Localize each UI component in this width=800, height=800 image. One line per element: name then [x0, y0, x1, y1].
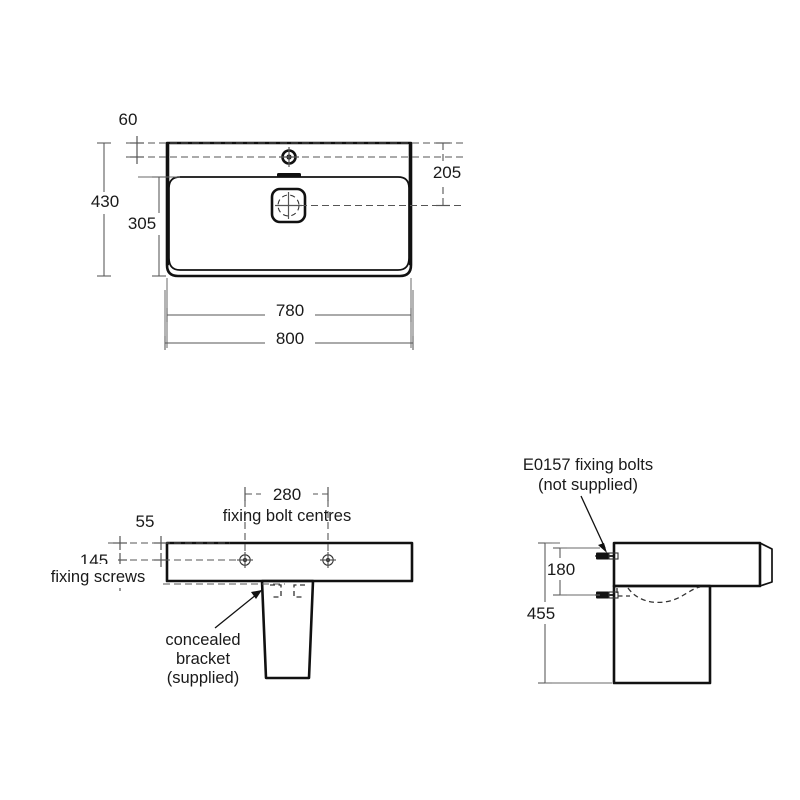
dim-205-group: [436, 142, 450, 207]
bolt-upper-head: [608, 552, 619, 560]
concealed-bracket-outline: [260, 579, 315, 680]
label-concealed-bracket-line1: concealed: [165, 631, 240, 649]
bolts-leader-line: [580, 495, 606, 549]
dim-label-bowl-depth: 305: [128, 214, 156, 233]
label-fixing-bolt-centres: fixing bolt centres: [223, 507, 351, 525]
fixing-bolt-upper-icon: [595, 552, 619, 560]
dim-label-tap-offset: 60: [119, 110, 138, 129]
fixing-bolt-marker-left: [237, 552, 253, 568]
basin-outer-outline: [165, 141, 413, 278]
dim-label-bolt-height: 180: [547, 560, 575, 579]
bracket-leader-arrowhead: [251, 590, 262, 599]
bolts-leader-arrowhead: [598, 543, 607, 553]
dim-label-bolt-centres: 280: [273, 485, 301, 504]
dim-800-text-mask: [265, 328, 315, 350]
bracket-hidden-detail-right: [293, 584, 305, 598]
front-elevation-group: 280 fixing bolt centres 55 145 fixing sc…: [36, 481, 414, 687]
label-concealed-bracket-line3: (supplied): [167, 669, 239, 687]
overflow-slot-icon: [277, 173, 301, 178]
side-elevation-group: E0157 fixing bolts (not supplied) 180 45…: [518, 456, 773, 685]
side-bowl-hidden-curve: [627, 586, 701, 604]
dim-label-overall-depth-text: 430: [91, 192, 119, 211]
dim-55-ticks: [154, 536, 168, 567]
dim-455-text-mask: [518, 602, 566, 624]
label-fixing-screws-mask: [36, 564, 160, 588]
dim-180-text-mask: [538, 558, 584, 580]
side-bowl-hidden-curve2: [616, 588, 630, 597]
dim-55-text-mask: [126, 510, 168, 532]
dim-label-screw-offset: 55: [136, 512, 155, 531]
dim-455-group: [538, 542, 612, 684]
dim-label-bowl-width: 780: [276, 301, 304, 320]
bolt-upper-thread: [596, 552, 609, 560]
side-pedestal-outline: [612, 584, 712, 685]
basin-bowl-outline: [168, 176, 410, 271]
dim-label-overall-width: 800: [276, 329, 304, 348]
plan-view-group: 60 430 430 305 205: [85, 110, 470, 350]
side-counter-rear-extension: [759, 542, 773, 587]
dim-60-ticks: [130, 136, 144, 164]
side-counter-slab-outline: [612, 541, 762, 588]
dim-label-drain-offset: 205: [433, 163, 461, 182]
label-fixing-bolts-line1: E0157 fixing bolts: [523, 456, 653, 474]
bracket-hidden-detail-left: [270, 584, 282, 598]
label-concealed-bracket-line2: bracket: [176, 650, 231, 668]
counter-slab-outline: [165, 541, 414, 583]
dim-label-overall-height: 455: [527, 604, 555, 623]
bolt-lower-head: [608, 591, 619, 599]
label-fixing-screws: fixing screws: [51, 568, 145, 586]
bolt-lower-thread: [596, 591, 609, 599]
dim-780-text-mask: [265, 300, 315, 322]
label-fixing-bolts-line2: (not supplied): [538, 476, 638, 494]
dim-305-text-mask: [120, 213, 164, 235]
dim-205-text-mask: [424, 162, 470, 184]
dim-280-text-mask: [261, 481, 313, 503]
dim-430-text-mask: [85, 192, 125, 214]
dim-280-group: [244, 487, 329, 501]
fixing-bolt-marker-right: [320, 552, 336, 568]
